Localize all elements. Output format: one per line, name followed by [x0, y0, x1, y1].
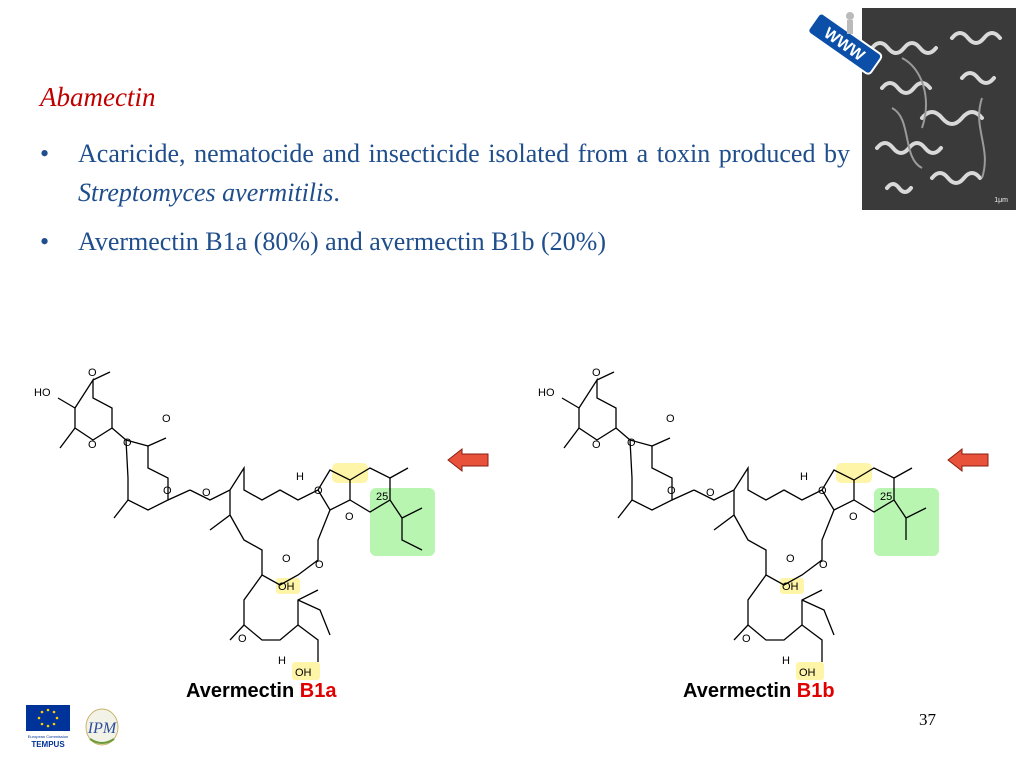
label-oh: OH — [278, 581, 295, 593]
label-oh-bottom: OH — [799, 667, 816, 679]
eu-tempus-logo: European Commission TEMPUS — [26, 705, 70, 749]
caption-b1a: Avermectin B1a — [186, 680, 336, 703]
label-oh-bottom: OH — [295, 667, 312, 679]
label-h: H — [800, 471, 808, 483]
label-link-o: O — [123, 437, 132, 449]
highlight-oh-top — [780, 578, 804, 594]
protein-micrograph: 1μm — [862, 8, 1016, 210]
highlight-oh-bottom — [292, 662, 320, 680]
label-ring-o: O — [88, 439, 97, 451]
label-link-o: O — [627, 437, 636, 449]
structure-avermectin-b1b: O HO O O O O O H O O 25 O O OH O H OH — [538, 367, 939, 680]
label-pyran-o: O — [314, 485, 323, 497]
label-oh: OH — [782, 581, 799, 593]
label-methoxy-o: O — [88, 367, 97, 379]
label-ester-o-2: O — [315, 559, 324, 571]
label-furan-o: O — [238, 633, 247, 645]
bullet-list: • Acaricide, nematocide and insecticide … — [40, 134, 850, 271]
label-25: 25 — [376, 491, 388, 503]
bullet-text-end: . — [333, 178, 340, 207]
highlight-oh-bottom — [796, 662, 824, 680]
caption-b1b: Avermectin B1b — [683, 680, 835, 703]
eu-text: European Commission — [28, 734, 68, 739]
micrograph-image — [862, 8, 1016, 210]
label-ho: HO — [34, 387, 51, 399]
structure-avermectin-b1a: O HO O O O O O H O O 25 O O OH O H OH — [34, 367, 435, 680]
organism-name: Streptomyces avermitilis — [78, 178, 334, 207]
bullet-text: Avermectin B1a (80%) and avermectin B1b … — [78, 227, 606, 256]
bullet-text: Acaricide, nematocide and insecticide is… — [78, 139, 850, 168]
label-link-o-2: O — [706, 487, 715, 499]
label-ring-o: O — [592, 439, 601, 451]
label-ester-o: O — [282, 553, 291, 565]
label-ester-o-2: O — [819, 559, 828, 571]
label-pyran-o: O — [818, 485, 827, 497]
ipm-logo: IPM — [85, 708, 119, 746]
ipm-text: IPM — [87, 720, 118, 737]
label-methoxy-o-2: O — [162, 413, 171, 425]
label-methoxy-o: O — [592, 367, 601, 379]
label-h-bottom: H — [278, 655, 286, 667]
label-h: H — [296, 471, 304, 483]
highlight-double-bond — [836, 463, 872, 483]
label-furan-o: O — [742, 633, 751, 645]
highlight-oh-top — [276, 578, 300, 594]
left-arrow-icon — [447, 447, 489, 473]
caption-name: Avermectin — [186, 680, 300, 702]
label-spiro-o: O — [345, 511, 354, 523]
label-ho: HO — [538, 387, 555, 399]
label-25: 25 — [880, 491, 892, 503]
caption-suffix: B1a — [299, 680, 337, 702]
www-badge-icon: WWW — [807, 12, 883, 75]
slide-heading: Abamectin — [40, 82, 156, 112]
highlight-double-bond — [332, 463, 368, 483]
bullet-item-composition: • Avermectin B1a (80%) and avermectin B1… — [40, 222, 850, 261]
label-spiro-o: O — [849, 511, 858, 523]
label-link-o-2: O — [202, 487, 211, 499]
tempus-text: TEMPUS — [31, 740, 65, 749]
bullet-dot: • — [40, 227, 50, 256]
label-ring-o-2: O — [667, 485, 676, 497]
page-number: 37 — [919, 710, 936, 729]
label-ring-o-2: O — [163, 485, 172, 497]
bullet-item-source: • Acaricide, nematocide and insecticide … — [40, 134, 850, 212]
bullet-dot: • — [40, 139, 50, 168]
label-ester-o: O — [786, 553, 795, 565]
label-h-bottom: H — [782, 655, 790, 667]
scale-label: 1μm — [994, 197, 1008, 204]
caption-name: Avermectin — [683, 680, 797, 702]
caption-suffix: B1b — [796, 680, 835, 702]
left-arrow-icon — [947, 447, 989, 473]
label-methoxy-o-2: O — [666, 413, 675, 425]
